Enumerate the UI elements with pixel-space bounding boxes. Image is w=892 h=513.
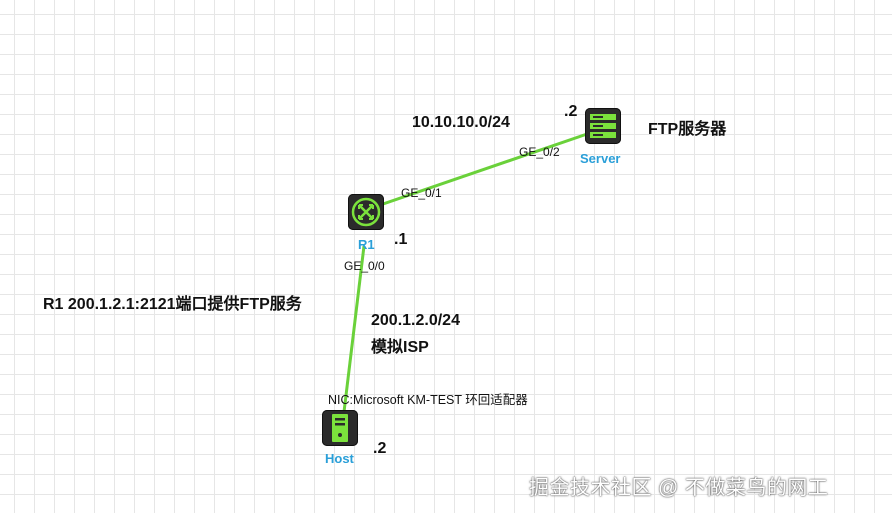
server-ip-octet: .2 xyxy=(564,103,578,120)
host-nic-label: NIC:Microsoft KM-TEST 环回适配器 xyxy=(328,393,528,407)
watermark-text: 掘金技术社区 @ 不做菜鸟的网工 xyxy=(529,477,829,499)
server-icon xyxy=(590,114,616,138)
router-icon xyxy=(351,197,381,227)
host-device[interactable] xyxy=(322,410,358,446)
router-r1-device[interactable] xyxy=(348,194,384,230)
isp-network-sublabel: 模拟ISP xyxy=(371,339,429,356)
link-r1-host[interactable] xyxy=(342,245,366,413)
router-r1-label: R1 xyxy=(358,237,375,252)
r1-port-down-label: GE_0/0 xyxy=(344,259,385,273)
link-r1-server[interactable] xyxy=(379,131,591,207)
router-r1-ip-octet: .1 xyxy=(394,231,408,248)
server-device[interactable] xyxy=(585,108,621,144)
server-label: Server xyxy=(580,151,621,166)
host-ip-octet: .2 xyxy=(373,440,387,457)
server-port-label: GE_0/2 xyxy=(519,145,560,159)
host-label: Host xyxy=(325,451,354,466)
host-pc-icon xyxy=(332,414,348,442)
r1-ftp-service-note: R1 200.1.2.1:2121端口提供FTP服务 xyxy=(43,296,302,313)
server-network-label: 10.10.10.0/24 xyxy=(412,114,510,131)
isp-network-label: 200.1.2.0/24 xyxy=(371,312,460,329)
ftp-server-note: FTP服务器 xyxy=(648,121,727,138)
r1-port-up-label: GE_0/1 xyxy=(401,186,442,200)
